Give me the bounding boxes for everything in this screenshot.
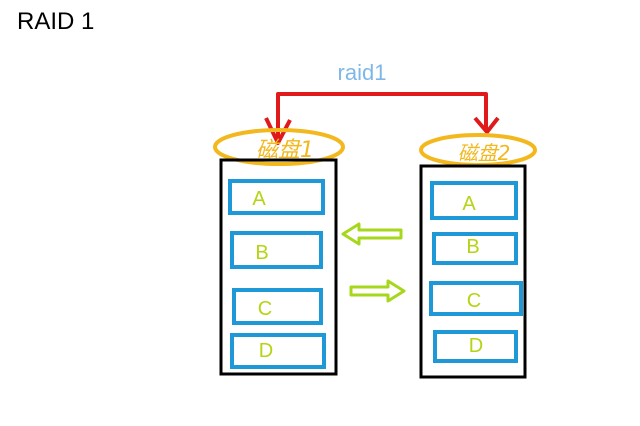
block-label: A — [462, 193, 476, 215]
disk-2-label: 磁盘2 — [458, 141, 511, 165]
disk-1-block-b: B — [230, 231, 323, 269]
block-label: D — [469, 335, 483, 357]
block-label: B — [466, 236, 479, 258]
disk-2-block-d: D — [433, 330, 518, 363]
disk-1-block-c: C — [232, 288, 323, 325]
block-label: A — [252, 188, 266, 210]
block-label: B — [255, 242, 268, 264]
disk-2-block-a: A — [430, 181, 518, 220]
mirror-link-label: raid1 — [338, 60, 387, 85]
arrow-right-icon — [349, 279, 406, 303]
block-label: C — [258, 298, 272, 320]
disk-1: 磁盘1 A B C D — [213, 128, 345, 376]
block-label: C — [467, 290, 481, 312]
disk-1-body — [219, 158, 338, 376]
disk-2-block-b: B — [432, 232, 518, 265]
disk-2-block-c: C — [429, 281, 523, 316]
mirror-link-arrow-icon — [264, 92, 500, 145]
disk-1-label-ellipse — [213, 128, 345, 166]
disk-1-block-a: A — [228, 179, 325, 215]
disk-2-body — [419, 164, 527, 379]
disk-1-block-d: D — [230, 333, 326, 369]
disk-2: 磁盘2 A B C D — [419, 133, 537, 379]
arrow-left-icon — [341, 222, 403, 246]
block-label: D — [259, 340, 273, 362]
diagram-title: RAID 1 — [17, 8, 95, 35]
